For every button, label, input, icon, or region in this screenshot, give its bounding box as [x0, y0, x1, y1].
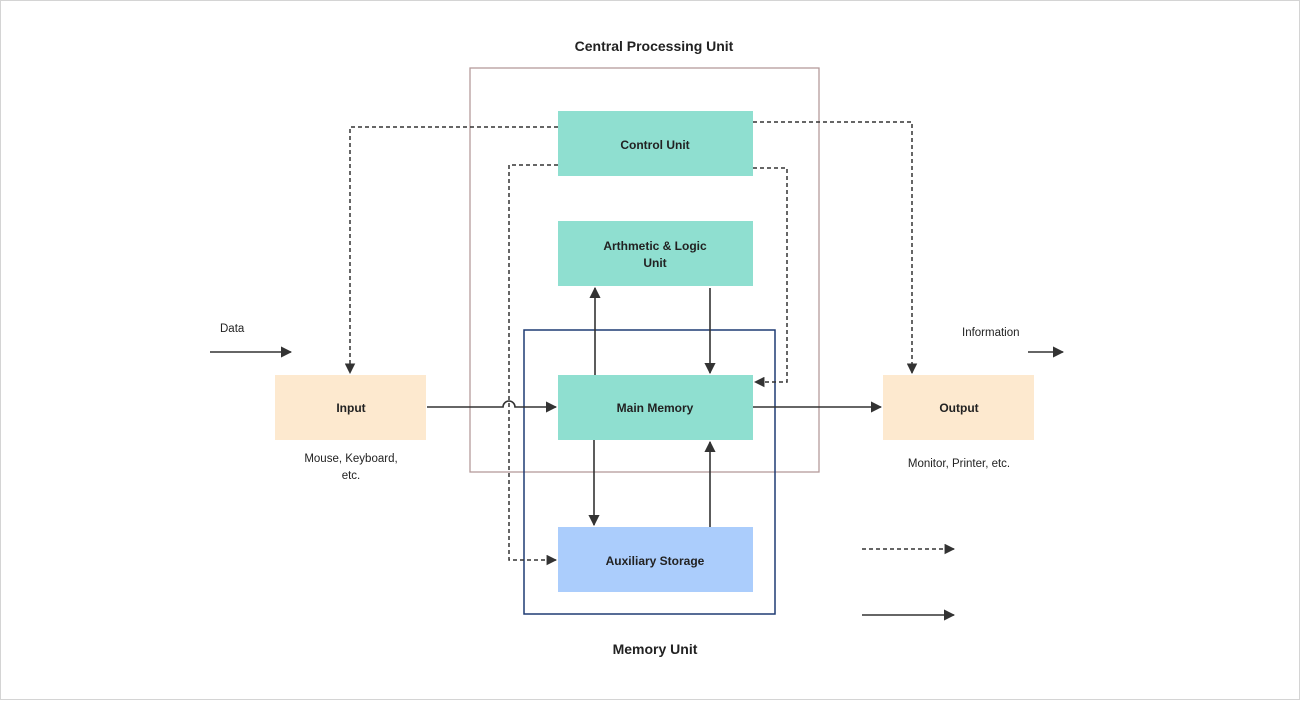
input-caption-line1: Mouse, Keyboard,	[304, 453, 397, 465]
output-node: Output	[883, 375, 1034, 440]
main-memory-label: Main Memory	[617, 401, 694, 415]
memory-unit-container	[523, 329, 776, 615]
output-caption: Monitor, Printer, etc.	[908, 458, 1010, 470]
input-caption-line2: etc.	[342, 470, 361, 482]
control-to-auxiliary-arrow	[508, 164, 558, 566]
cpu-title: Central Processing Unit	[575, 38, 734, 54]
data-caption: Data	[220, 323, 245, 335]
control-unit-node: Control Unit	[558, 111, 753, 176]
output-label: Output	[939, 401, 978, 415]
cpu-container	[469, 67, 820, 473]
input-node: Input	[275, 375, 426, 440]
memory-unit-title: Memory Unit	[613, 641, 698, 657]
control-unit-label: Control Unit	[620, 138, 689, 152]
input-to-main-memory-arrow	[427, 400, 558, 413]
auxiliary-storage-node: Auxiliary Storage	[558, 527, 753, 592]
control-to-output-arrow	[753, 121, 918, 375]
alu-label-line1: Arthmetic & Logic	[603, 239, 707, 253]
main-memory-node: Main Memory	[558, 375, 753, 440]
control-to-main-memory-arrow	[753, 167, 788, 388]
control-to-input-arrow	[344, 126, 558, 375]
auxiliary-storage-label: Auxiliary Storage	[606, 554, 705, 568]
input-label: Input	[336, 401, 365, 415]
alu-label-line2: Unit	[643, 256, 666, 270]
alu-node: Arthmetic & Logic Unit	[558, 221, 753, 286]
information-caption: Information	[962, 327, 1020, 339]
